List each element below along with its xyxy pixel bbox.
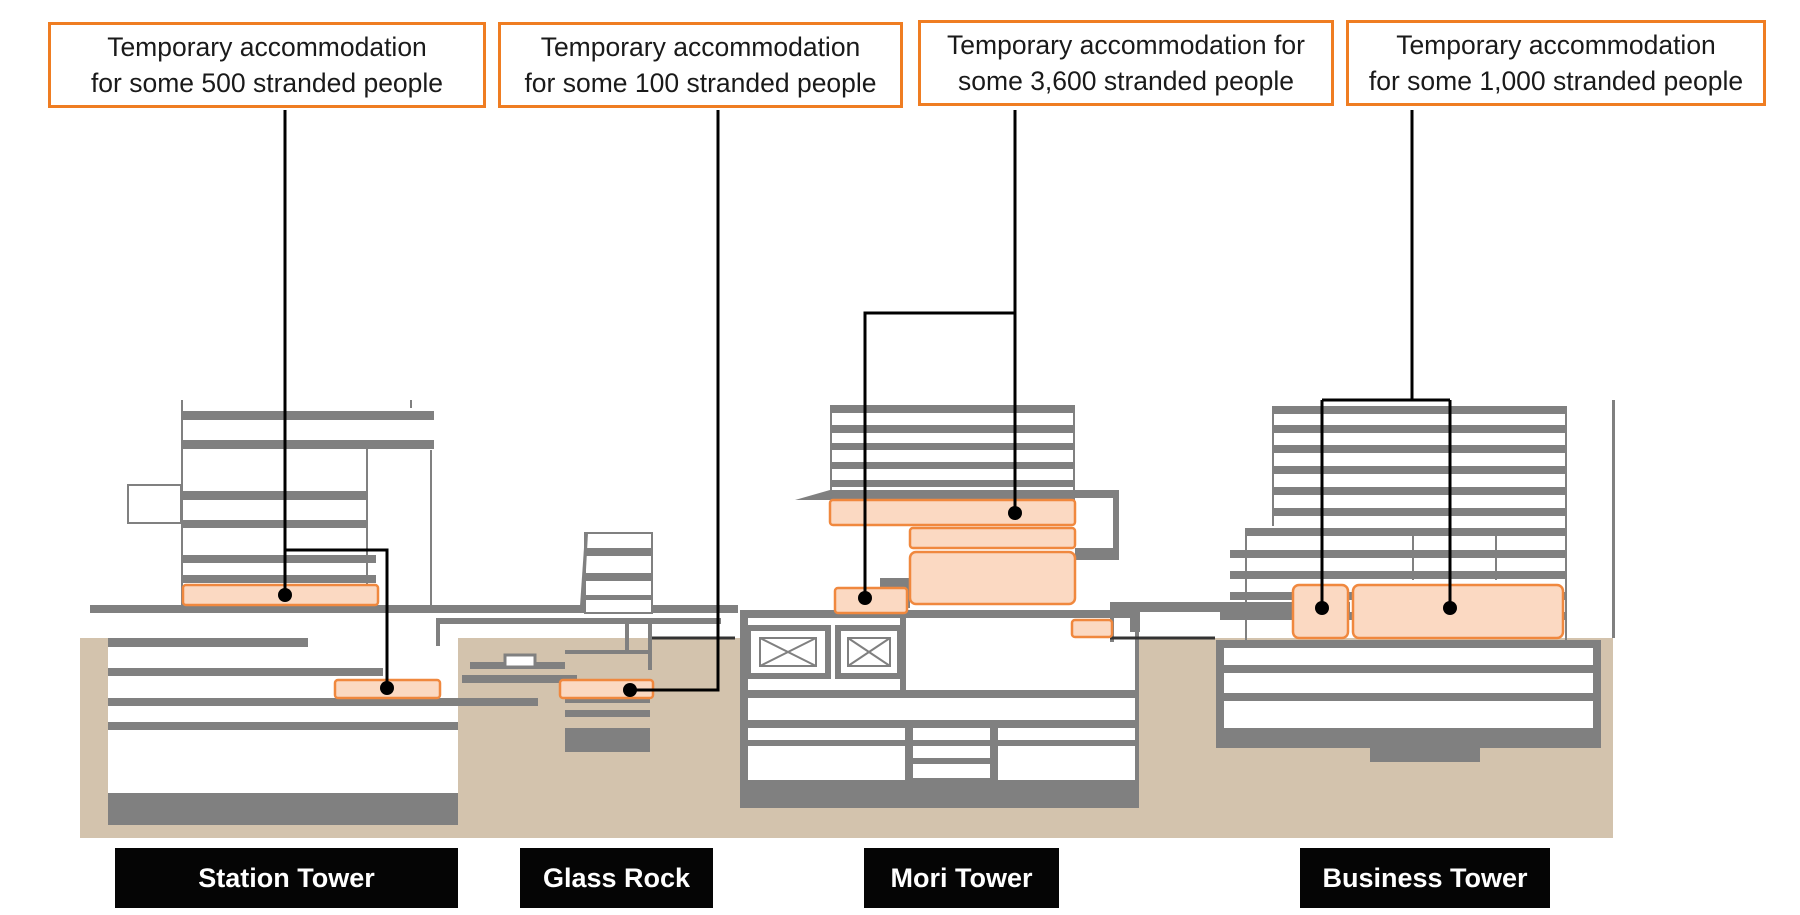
leader-line-500-branch [285,548,389,688]
callout-100-people: Temporary accommodation for some 100 str… [498,22,903,108]
label-mori-tower: Mori Tower [864,848,1059,908]
callout-3600-people: Temporary accommodation for some 3,600 s… [918,20,1334,106]
callout-line: Temporary accommodation [107,32,427,62]
station-tower-section [90,400,738,825]
label-glass-rock: Glass Rock [520,848,713,908]
leader-lines [283,110,1452,692]
highlight-mori-tower-3 [908,550,1077,606]
leader-dot [278,588,292,602]
callout-1000-people: Temporary accommodation for some 1,000 s… [1346,20,1766,106]
highlight-mori-tower-2 [908,526,1077,550]
highlight-mori-tower-5 [1070,618,1114,639]
callout-line: Temporary accommodation [1396,30,1716,60]
mori-tower-section [740,405,1350,808]
label-business-tower: Business Tower [1300,848,1550,908]
label-station-tower: Station Tower [115,848,458,908]
leader-dot [623,683,637,697]
highlight-business-tower-2 [1351,583,1565,640]
highlight-mori-tower-1 [828,498,1077,527]
leader-dot [858,591,872,605]
callout-500-people: Temporary accommodation for some 500 str… [48,22,486,108]
business-tower-section [1216,400,1615,762]
callout-line: for some 500 stranded people [90,68,444,98]
glass-rock-section [436,532,735,752]
leader-dot [380,681,394,695]
leader-dot [1008,506,1022,520]
callout-line: some 3,600 stranded people [958,66,1294,96]
leader-dots [278,506,1457,697]
leader-line-3600-branch [863,311,1015,598]
leader-line-100 [630,110,720,692]
callout-line: for some 100 stranded people [524,68,877,98]
callout-line: for some 1,000 stranded people [1368,66,1744,96]
leader-dot [1443,601,1457,615]
callout-line: Temporary accommodation for [947,30,1305,60]
callout-line: Temporary accommodation [540,32,861,62]
leader-dot [1315,601,1329,615]
